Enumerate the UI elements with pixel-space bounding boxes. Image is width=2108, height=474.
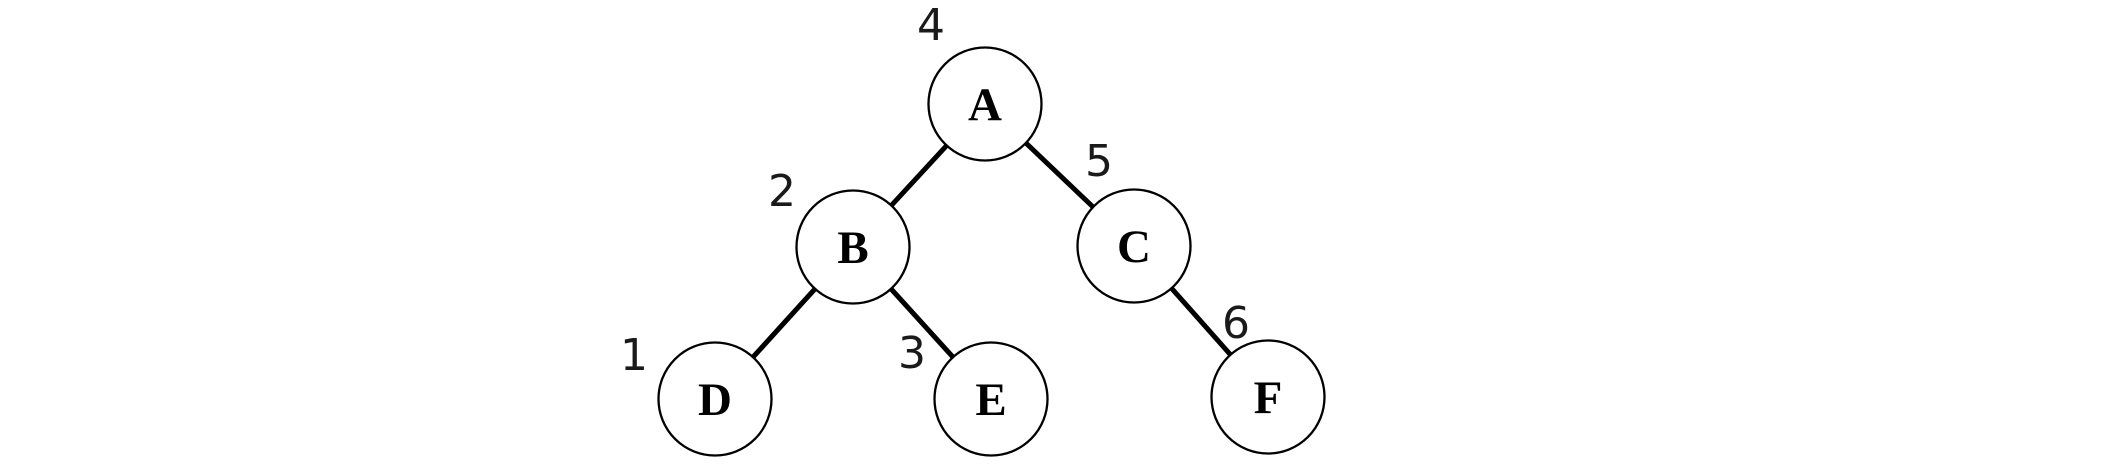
node-circle-C: [1076, 188, 1192, 304]
node-label-D: D: [698, 374, 732, 426]
traversal-number-C: 5: [1085, 136, 1113, 187]
node-label-A: A: [968, 79, 1002, 131]
traversal-number-E: 3: [898, 328, 926, 379]
node-label-E: E: [975, 374, 1006, 426]
node-label-C: C: [1117, 221, 1151, 273]
node-circle-E: [933, 341, 1049, 457]
tree-node-B: B2: [768, 166, 911, 305]
node-circle-B: [795, 189, 911, 305]
tree-node-D: D1: [620, 330, 773, 457]
tree-node-A: A4: [917, 0, 1043, 162]
traversal-number-A: 4: [917, 0, 945, 51]
tree-node-C: C5: [1076, 136, 1192, 304]
node-label-B: B: [837, 222, 868, 274]
node-circle-F: [1210, 339, 1326, 455]
traversal-number-F: 6: [1222, 298, 1250, 349]
tree-node-F: F6: [1210, 298, 1326, 455]
node-circle-D: [657, 341, 773, 457]
traversal-number-D: 1: [620, 330, 648, 381]
tree-node-E: E3: [898, 328, 1049, 457]
node-circle-A: [927, 46, 1043, 162]
node-label-F: F: [1254, 372, 1283, 424]
traversal-number-B: 2: [768, 166, 796, 217]
